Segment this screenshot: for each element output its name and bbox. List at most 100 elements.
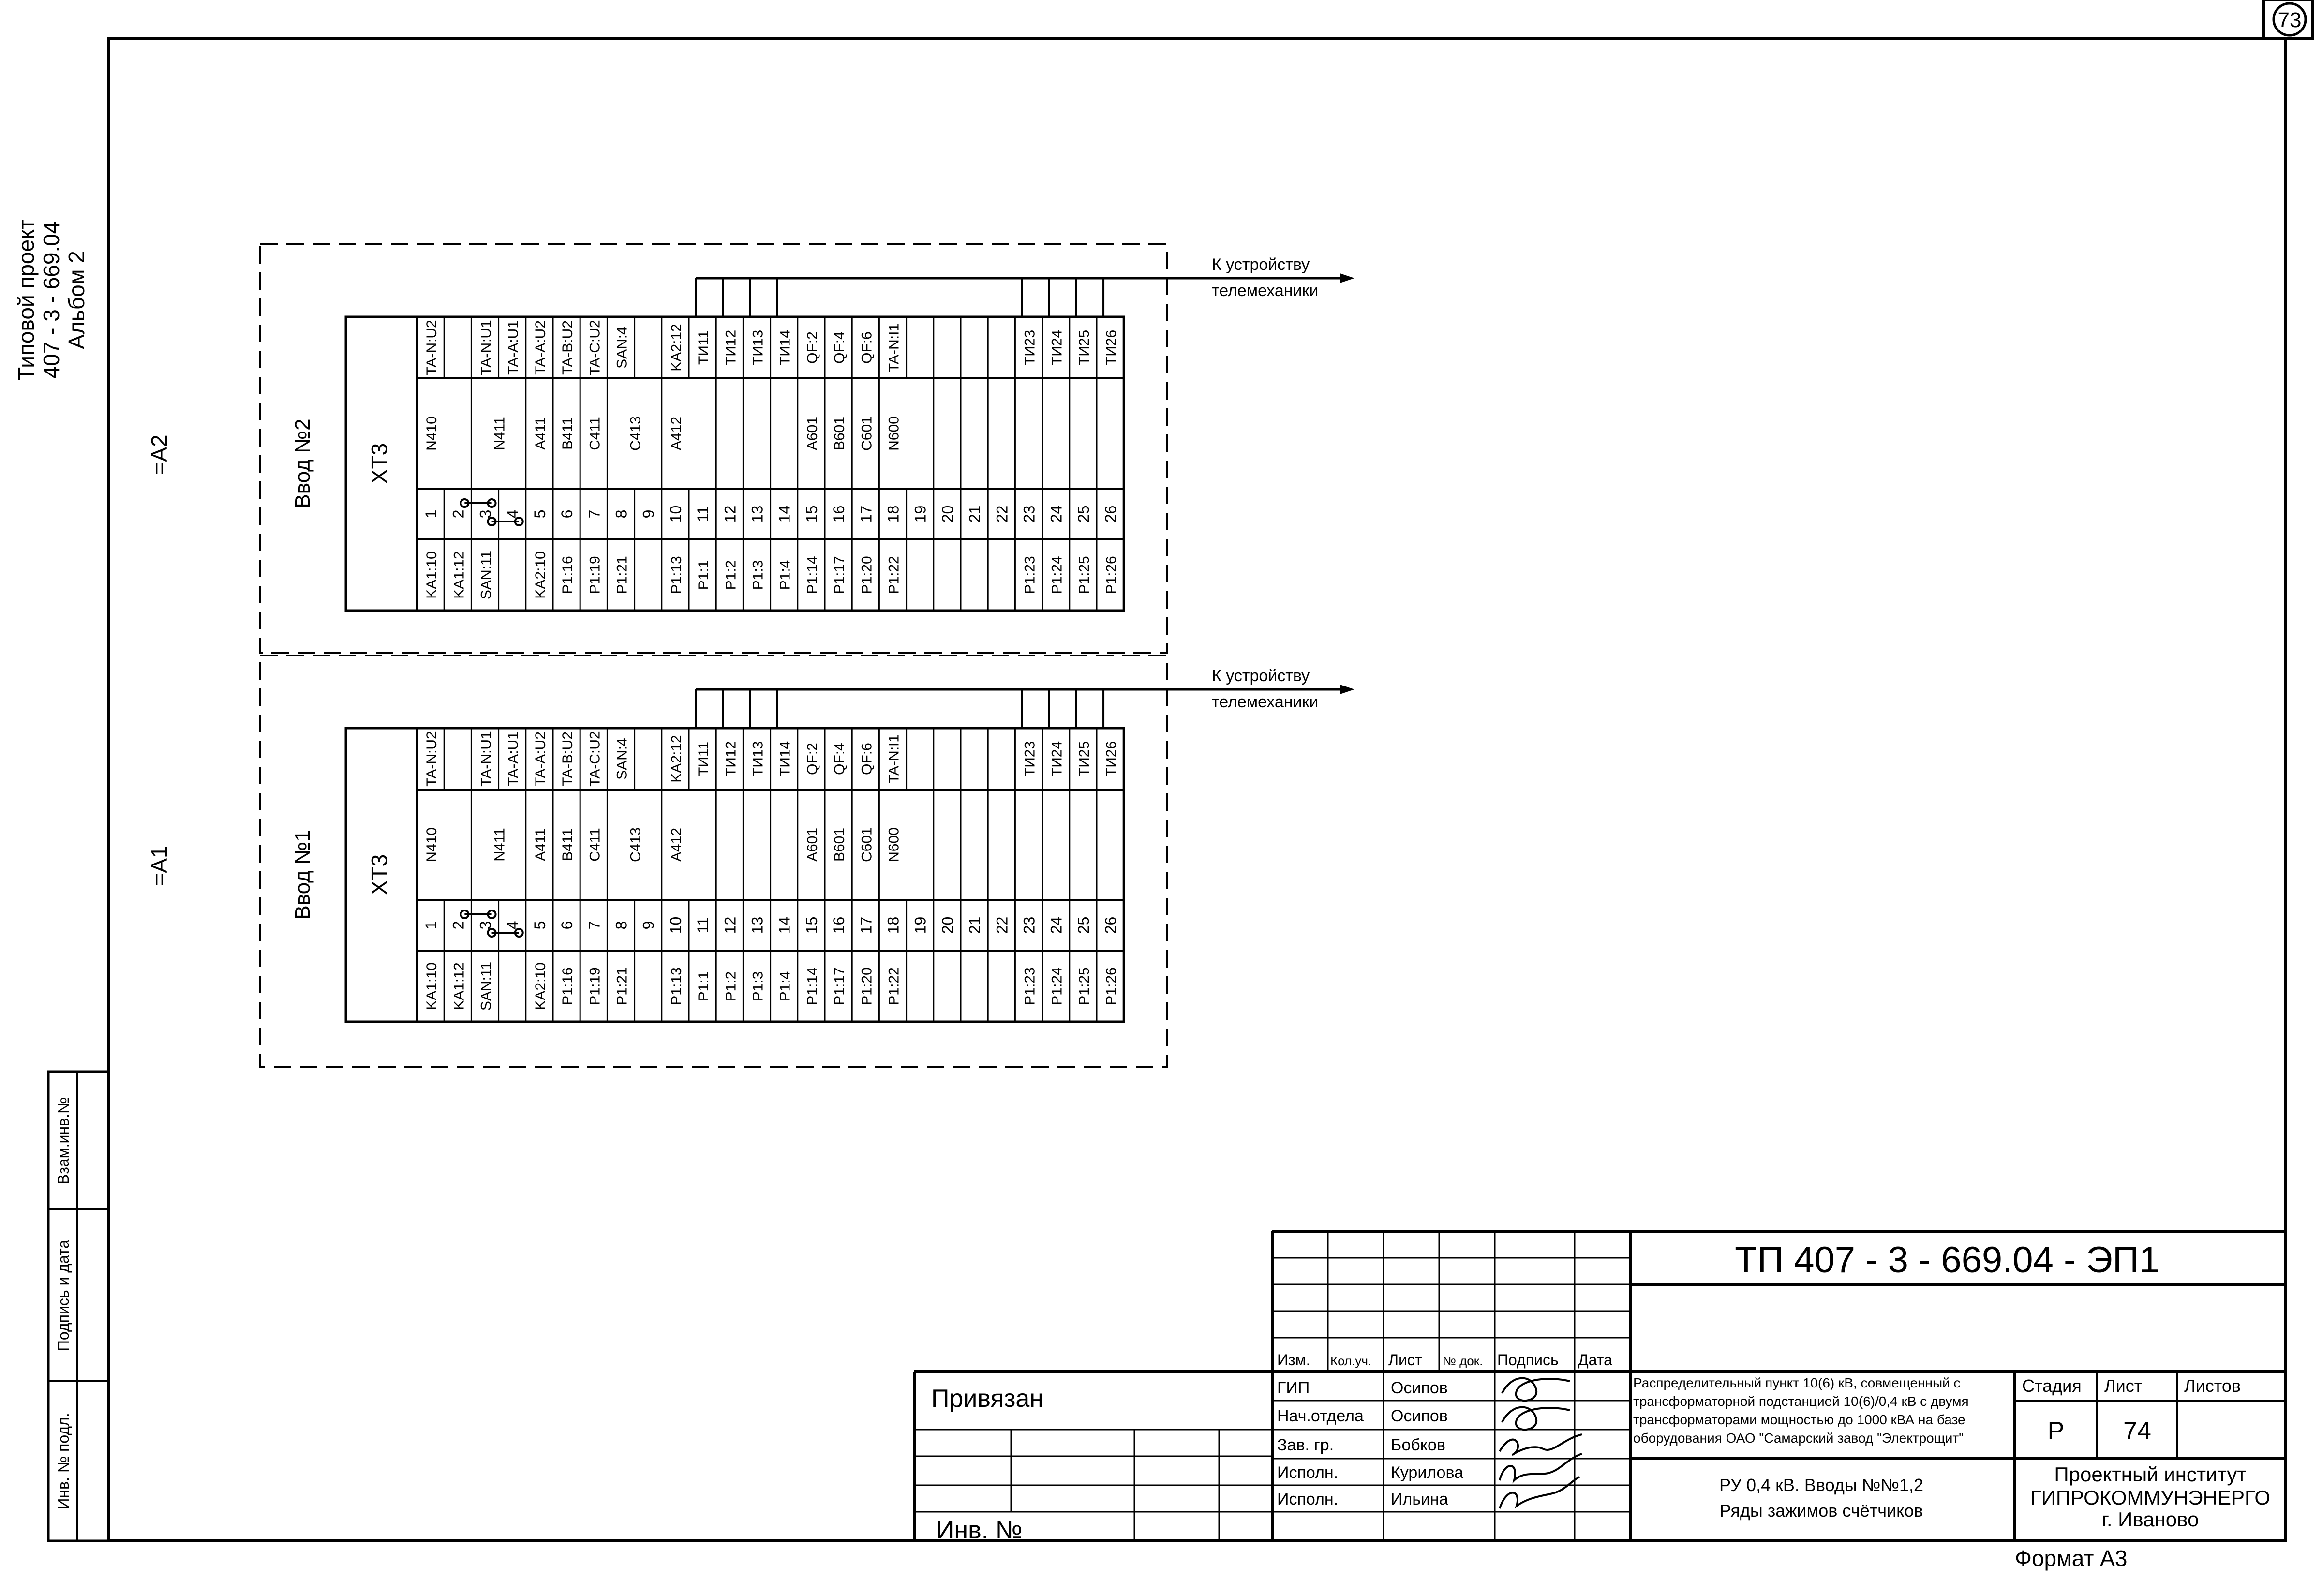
row-right-label: TA-A:U1 — [506, 731, 521, 786]
row-number: 19 — [912, 506, 929, 523]
row-left-label: P1:20 — [859, 556, 875, 594]
row-wire-label: N411 — [492, 417, 508, 450]
row-right-label: ТИ14 — [777, 330, 793, 365]
row-left-label: P1:25 — [1076, 967, 1092, 1005]
role-gip: ГИП — [1277, 1379, 1310, 1397]
row-left-label: KA2:10 — [533, 962, 549, 1010]
row-number: 8 — [613, 921, 630, 930]
row-left-label: KA1:10 — [424, 962, 440, 1010]
row-left-label: P1:25 — [1076, 556, 1092, 594]
row-right-label: ТИ25 — [1076, 330, 1092, 365]
row-right-label: QF:6 — [859, 331, 875, 364]
drawing-frame — [107, 37, 2287, 1542]
row-number: 4 — [504, 921, 521, 930]
row-number: 26 — [1102, 506, 1119, 523]
name-ispoln-2: Ильина — [1391, 1490, 1448, 1508]
row-left-label: P1:16 — [560, 556, 576, 594]
row-number: 21 — [966, 506, 983, 523]
row-right-label: QF:4 — [832, 331, 848, 364]
row-number: 17 — [857, 917, 875, 934]
row-wire-label: N411 — [492, 828, 508, 862]
row-number: 25 — [1075, 506, 1092, 523]
row-number: 26 — [1102, 917, 1119, 934]
row-number: 20 — [939, 917, 956, 934]
row-number: 24 — [1048, 917, 1065, 934]
row-right-label: ТИ13 — [750, 741, 766, 776]
block-boundary — [259, 243, 1168, 654]
org-line-1: Проектный институт — [2054, 1463, 2246, 1486]
row-right-label: ТИ12 — [723, 741, 739, 776]
role-ispoln-1: Исполн. — [1277, 1463, 1338, 1482]
row-wire-label: C413 — [628, 416, 644, 451]
row-wire-label: A601 — [804, 417, 820, 450]
row-right-label: TA-B:U2 — [560, 731, 576, 786]
description-line-3: трансформаторами мощностью до 1000 кВА н… — [1633, 1412, 1965, 1427]
row-left-label: P1:22 — [886, 556, 902, 594]
row-number: 1 — [422, 921, 440, 930]
row-number: 3 — [477, 510, 494, 519]
row-left-label: P1:13 — [669, 556, 685, 594]
row-left-label: KA2:10 — [533, 551, 549, 598]
row-number: 18 — [885, 506, 902, 523]
row-left-label: P1:4 — [777, 560, 793, 590]
row-wire-label: A412 — [669, 417, 685, 450]
row-left-label: P1:23 — [1022, 556, 1038, 594]
row-wire-label: B601 — [832, 828, 848, 862]
telemetry-label-1: К устройству — [1212, 255, 1310, 274]
side-title-line-1: Типовой проект — [14, 219, 39, 381]
row-left-label: P1:1 — [696, 560, 712, 590]
row-number: 23 — [1021, 506, 1038, 523]
terminal-strip — [344, 315, 1125, 612]
description-line-1: Распределительный пункт 10(6) кВ, совмещ… — [1633, 1375, 1961, 1390]
row-number: 15 — [803, 917, 820, 934]
page-number-box — [2262, 0, 2314, 40]
row-number: 17 — [857, 506, 875, 523]
role-ispoln-2: Исполн. — [1277, 1490, 1338, 1508]
row-right-label: TA-N:U1 — [478, 731, 494, 786]
sheet-title-line-2: Ряды зажимов счётчиков — [1720, 1501, 1923, 1521]
row-left-label: P1:16 — [560, 967, 576, 1005]
description-line-4: оборудования ОАО "Самарский завод "Элект… — [1633, 1431, 1964, 1446]
row-left-label: P1:13 — [669, 967, 685, 1005]
row-left-label: P1:24 — [1049, 967, 1065, 1005]
row-right-label: TA-A:U2 — [533, 320, 549, 375]
row-right-label: TA-C:U2 — [587, 731, 603, 786]
sheet-label: Лист — [2104, 1376, 2142, 1396]
org-line-3: г. Иваново — [2102, 1508, 2199, 1531]
row-right-label: TA-A:U2 — [533, 731, 549, 786]
role-zav-gr: Зав. гр. — [1277, 1436, 1334, 1454]
side-title: Типовой проект 407 - 3 - 669.04 Альбом 2 — [14, 219, 89, 381]
name-gip: Осипов — [1391, 1379, 1448, 1397]
format-label: Формат А3 — [2015, 1546, 2127, 1571]
row-left-label: SAN:11 — [478, 551, 494, 599]
row-right-label: QF:4 — [832, 743, 848, 775]
left-stamp: Инв. № подл. Подпись и дата Взам.инв.№ — [47, 1070, 110, 1542]
row-wire-label: N410 — [424, 416, 440, 451]
row-left-label: P1:14 — [804, 556, 820, 594]
row-left-label: P1:26 — [1103, 556, 1119, 594]
row-wire-label: C601 — [859, 827, 875, 862]
row-right-label: TA-N:I1 — [886, 323, 902, 372]
title-block: Изм. Кол.уч. Лист № док. Подпись Дата ГИ… — [913, 1230, 2286, 1571]
row-number: 25 — [1075, 917, 1092, 934]
row-right-label: TA-A:U1 — [506, 320, 521, 375]
row-number: 9 — [640, 921, 657, 930]
row-number: 12 — [721, 506, 739, 523]
row-number: 16 — [830, 917, 848, 934]
block-name: Ввод №2 — [291, 418, 314, 508]
row-wire-label: N600 — [886, 416, 902, 451]
page-number-circle — [2272, 2, 2307, 37]
row-left-label: KA1:12 — [451, 962, 467, 1010]
name-ispoln-1: Курилова — [1391, 1463, 1463, 1482]
row-number: 10 — [667, 506, 685, 523]
row-right-label: KA2:12 — [669, 324, 685, 371]
row-number: 2 — [449, 510, 467, 519]
row-right-label: ТИ11 — [696, 742, 712, 776]
row-right-label: ТИ26 — [1103, 741, 1119, 776]
block-boundary — [259, 655, 1168, 1068]
strip-name: XT3 — [367, 854, 392, 895]
row-left-label: P1:23 — [1022, 967, 1038, 1005]
row-number: 9 — [640, 510, 657, 519]
